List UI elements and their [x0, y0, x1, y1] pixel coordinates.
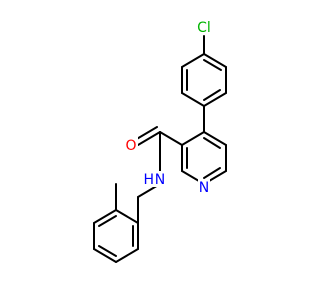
double-bond-inner [203, 59, 222, 71]
chlorine-label: Cl [197, 20, 211, 36]
molecule-structure: Cl N O H N [93, 19, 227, 263]
double-bond-inner [203, 89, 221, 101]
double-bond-inner [98, 215, 117, 227]
bond [181, 92, 205, 107]
amide-hydrogen-label: H [143, 172, 154, 188]
chlorophenyl-ring [181, 53, 227, 107]
bond-c-o [137, 131, 161, 146]
atom-label-amide-nitrogen: H N [140, 171, 166, 188]
double-bond-inner [98, 245, 117, 257]
bond [93, 209, 117, 224]
double-bond-inner [203, 167, 221, 179]
methylphenyl-ring [93, 209, 139, 263]
bond [181, 131, 205, 146]
bond [93, 248, 117, 263]
amide-nitrogen-label: N [155, 172, 165, 188]
pyridine-ring [181, 131, 227, 185]
bond [115, 209, 139, 224]
bond [203, 131, 227, 146]
bond [203, 92, 227, 107]
double-bond-inner [203, 137, 221, 149]
bond [203, 53, 227, 68]
atom-label-ring-nitrogen: N [198, 179, 210, 196]
atom-label-oxygen: O [125, 137, 138, 154]
bond-ring-carbonyl [159, 131, 183, 146]
bond [115, 248, 139, 263]
ring-nitrogen-label: N [199, 180, 209, 196]
oxygen-label: O [125, 138, 136, 154]
bond-c-o-second [134, 126, 158, 141]
bond [181, 53, 205, 68]
atom-label-chlorine: Cl [194, 19, 214, 36]
